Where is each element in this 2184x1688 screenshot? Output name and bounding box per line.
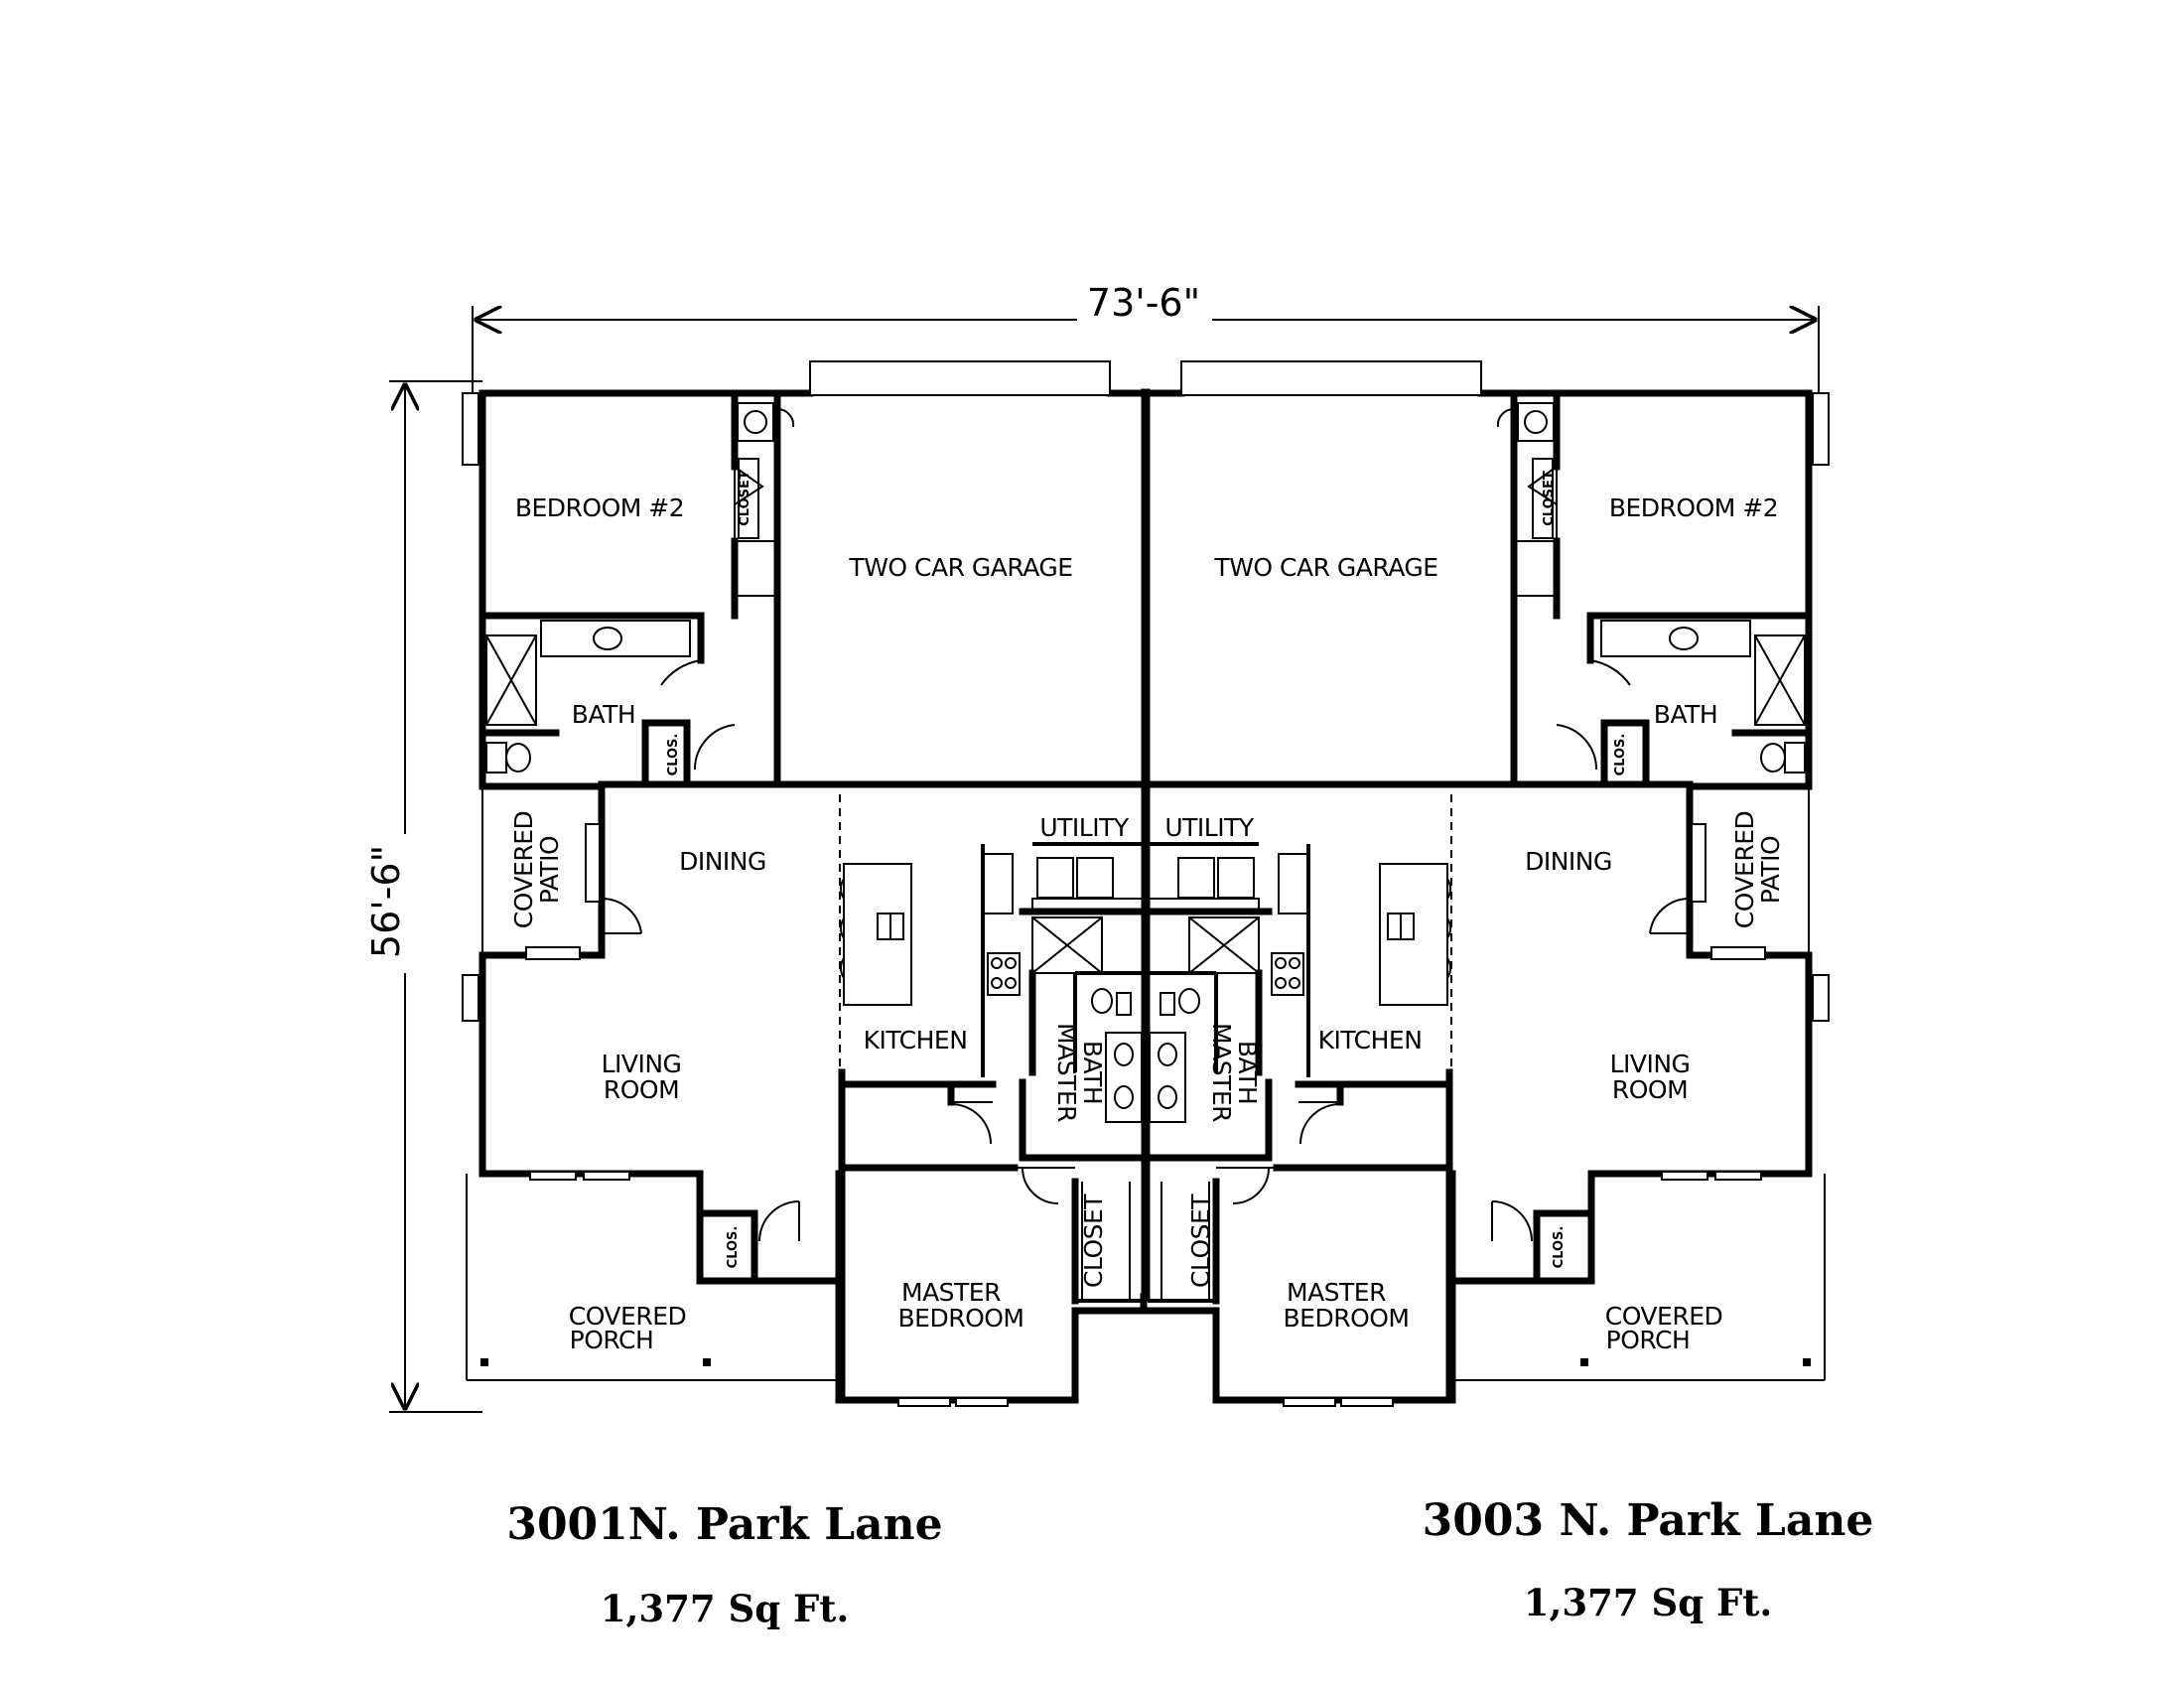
labels-left: BEDROOM #2 CLOSET TWO CAR GARAGE BATH CL…	[509, 471, 1130, 1354]
covered-porch-label-2: PORCH	[570, 1326, 654, 1354]
covered-patio-label-1: COVERED	[1730, 811, 1759, 929]
closet-label: CLOSET	[1542, 471, 1557, 526]
master-bath-label-2: BATH	[1233, 1041, 1262, 1104]
master-closet-label: CLOSET	[1079, 1194, 1108, 1288]
covered-patio-label-2: PATIO	[535, 836, 564, 904]
bath-closet-label: CLOS.	[1613, 734, 1628, 776]
master-bedroom-label-1: MASTER	[1287, 1278, 1386, 1307]
garage-label: TWO CAR GARAGE	[1213, 553, 1437, 582]
master-bedroom-label-2: BEDROOM	[1284, 1304, 1410, 1333]
master-bath-label-1: MASTER	[1052, 1023, 1081, 1122]
utility	[1031, 842, 1145, 912]
depth-dimension: 56'-6"	[364, 380, 482, 1413]
master-bedroom	[838, 1080, 1144, 1407]
bath-label: BATH	[1654, 700, 1717, 729]
covered-porch-label-2: PORCH	[1606, 1326, 1691, 1354]
master-bedroom-label-1: MASTER	[901, 1278, 1001, 1307]
utility-label: UTILITY	[1039, 813, 1130, 842]
master-bath-mirror	[1144, 908, 1273, 1204]
kitchen-label: KITCHEN	[1318, 1026, 1423, 1055]
living-room-label-1: LIVING	[1610, 1050, 1691, 1078]
bath-closet-label: CLOS.	[666, 734, 681, 776]
bath-label: BATH	[572, 700, 635, 729]
master-bath-label-1: MASTER	[1207, 1023, 1236, 1122]
dining-label: DINING	[1525, 847, 1612, 876]
living-room-label-2: ROOM	[1612, 1075, 1688, 1104]
kitchen-mirror	[1271, 844, 1452, 1077]
kitchen-label: KITCHEN	[864, 1026, 968, 1055]
living-room-label-1: LIVING	[602, 1050, 682, 1078]
unit-left-address: 3001N. Park Lane	[506, 1499, 943, 1550]
bath-mirror	[1514, 620, 1813, 788]
master-closet-label: CLOSET	[1186, 1194, 1215, 1288]
dining-label: DINING	[679, 847, 766, 876]
bedroom-2	[478, 391, 795, 664]
utility-label: UTILITY	[1164, 813, 1255, 842]
porch-closet-mirror	[1491, 1200, 1595, 1285]
master-bath	[1019, 908, 1148, 1204]
garage	[773, 360, 1148, 788]
porch-closet-label: CLOS.	[726, 1226, 741, 1269]
bedroom-2-label: BEDROOM #2	[515, 493, 684, 522]
bedroom-2-label: BEDROOM #2	[1609, 493, 1778, 522]
unit-3001	[462, 360, 1148, 1407]
unit-3003	[1144, 360, 1830, 1407]
covered-porch-label-1: COVERED	[569, 1302, 687, 1331]
living-room-label-2: ROOM	[604, 1075, 679, 1104]
unit-right-area: 1,377 Sq Ft.	[1523, 1581, 1773, 1624]
closet-label: CLOSET	[738, 471, 752, 526]
utility-mirror	[1147, 842, 1260, 912]
unit-right-address: 3003 N. Park Lane	[1422, 1495, 1874, 1546]
master-bedroom-label-2: BEDROOM	[898, 1304, 1024, 1333]
garage-label: TWO CAR GARAGE	[848, 553, 1072, 582]
garage-mirror	[1144, 360, 1518, 788]
bedroom-2-mirror	[1496, 391, 1813, 664]
master-bedroom-mirror	[1148, 1080, 1453, 1407]
porch-closet-label: CLOS.	[1552, 1226, 1567, 1269]
width-dimension-label: 73'-6"	[1087, 281, 1200, 325]
depth-dimension-label: 56'-6"	[364, 845, 408, 958]
kitchen	[839, 844, 1021, 1077]
covered-patio-label-1: COVERED	[509, 811, 538, 929]
unit-left-area: 1,377 Sq Ft.	[600, 1587, 850, 1630]
labels-right: BEDROOM #2 CLOSET TWO CAR GARAGE BATH CL…	[1164, 471, 1785, 1354]
master-bath-label-2: BATH	[1078, 1041, 1107, 1104]
porch-closet	[696, 1200, 800, 1285]
covered-patio-label-2: PATIO	[1756, 836, 1785, 904]
width-dimension: 73'-6"	[472, 281, 1820, 392]
covered-porch-label-1: COVERED	[1605, 1302, 1723, 1331]
